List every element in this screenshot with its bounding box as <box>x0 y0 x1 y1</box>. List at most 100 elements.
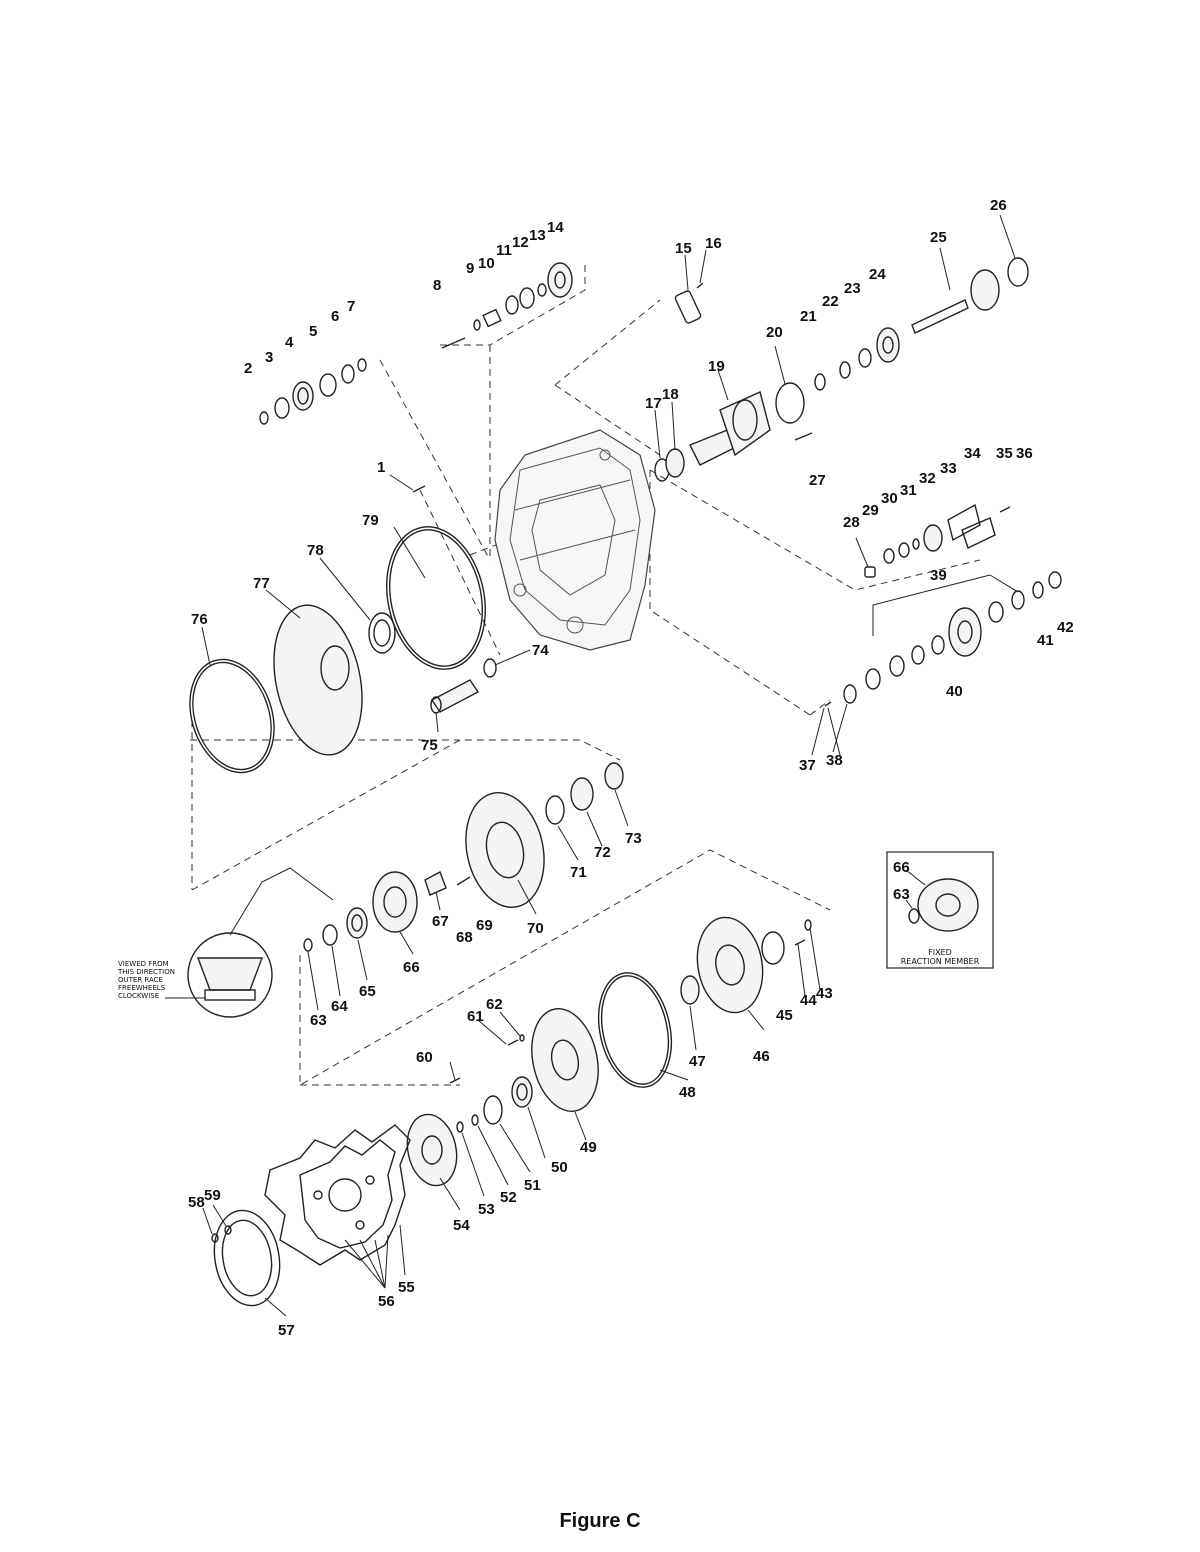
part-group-37-42 <box>824 571 1062 707</box>
part-label-45: 45 <box>776 1007 793 1024</box>
part-label-41: 41 <box>1037 632 1054 649</box>
part-label-6: 6 <box>331 308 339 325</box>
part-label-22: 22 <box>822 293 839 310</box>
part-label-78: 78 <box>307 542 324 559</box>
note-line: VIEWED FROM <box>118 960 169 968</box>
part-label-56: 56 <box>378 1293 395 1310</box>
part-label-74: 74 <box>532 642 549 659</box>
part-label-51: 51 <box>524 1177 541 1194</box>
part-label-60: 60 <box>416 1049 433 1066</box>
inset-label-63: 63 <box>893 886 910 903</box>
part-label-29: 29 <box>862 502 879 519</box>
part-label-19: 19 <box>708 358 725 375</box>
part-label-24: 24 <box>869 266 886 283</box>
part-group-55-59 <box>211 1124 411 1307</box>
part-label-58: 58 <box>188 1194 205 1211</box>
inset-caption-line1: FIXED <box>928 948 952 957</box>
part-label-33: 33 <box>940 460 957 477</box>
note-line: CLOCKWISE <box>118 992 159 1000</box>
part-label-5: 5 <box>309 323 317 340</box>
part-label-68: 68 <box>456 929 473 946</box>
freewheel-view-inset <box>165 867 334 1018</box>
inset-label-66: 66 <box>893 859 910 876</box>
part-label-63: 63 <box>310 1012 327 1029</box>
part-label-30: 30 <box>881 490 898 507</box>
leader-lines <box>201 214 1016 1317</box>
part-label-59: 59 <box>204 1187 221 1204</box>
part-label-73: 73 <box>625 830 642 847</box>
part-label-36: 36 <box>1016 445 1033 462</box>
part-label-4: 4 <box>285 334 294 351</box>
part-label-42: 42 <box>1057 619 1074 636</box>
part-label-47: 47 <box>689 1053 706 1070</box>
part-label-61: 61 <box>467 1008 484 1025</box>
note-line: OUTER RACE <box>118 976 163 984</box>
part-label-23: 23 <box>844 280 861 297</box>
part-label-39: 39 <box>930 567 947 584</box>
part-label-38: 38 <box>826 752 843 769</box>
part-label-11: 11 <box>496 242 512 259</box>
part-group-17-27 <box>654 257 1029 482</box>
part-label-69: 69 <box>476 917 493 934</box>
part-label-1: 1 <box>377 459 385 476</box>
part-label-12: 12 <box>512 234 529 251</box>
part-label-67: 67 <box>432 913 449 930</box>
part-label-77: 77 <box>253 575 270 592</box>
part-label-28: 28 <box>843 514 860 531</box>
part-label-76: 76 <box>191 611 208 628</box>
part-label-31: 31 <box>900 482 917 499</box>
part-label-49: 49 <box>580 1139 597 1156</box>
part-label-66: 66 <box>403 959 420 976</box>
part-label-13: 13 <box>529 227 546 244</box>
part-label-65: 65 <box>359 983 376 1000</box>
part-label-62: 62 <box>486 996 503 1013</box>
part-group-8-14 <box>441 262 573 349</box>
part-label-79: 79 <box>362 512 379 529</box>
part-label-72: 72 <box>594 844 611 861</box>
part-label-48: 48 <box>679 1084 696 1101</box>
part-label-18: 18 <box>662 386 679 403</box>
part-label-16: 16 <box>705 235 722 252</box>
part-label-55: 55 <box>398 1279 415 1296</box>
part-label-15: 15 <box>675 240 692 257</box>
part-label-71: 71 <box>570 864 587 881</box>
part-group-63-73 <box>303 762 624 952</box>
part-label-10: 10 <box>478 255 495 272</box>
part-group-28-36 <box>864 503 1011 578</box>
part-label-40: 40 <box>946 683 963 700</box>
part-label-9: 9 <box>466 260 474 277</box>
part-label-54: 54 <box>453 1217 470 1234</box>
part-label-2: 2 <box>244 360 252 377</box>
part-label-3: 3 <box>265 349 273 366</box>
part-group-43-48 <box>598 916 812 1088</box>
part-group-15-16 <box>674 282 704 324</box>
part-label-46: 46 <box>753 1048 770 1065</box>
part-label-52: 52 <box>500 1189 517 1206</box>
part-label-44: 44 <box>800 992 817 1009</box>
part-label-57: 57 <box>278 1322 295 1339</box>
part-group-2-7 <box>259 358 367 425</box>
freewheel-note: VIEWED FROM THIS DIRECTION OUTER RACE FR… <box>117 960 175 1000</box>
fixed-reaction-member-inset: 66 63 FIXED REACTION MEMBER <box>886 851 994 969</box>
part-label-35: 35 <box>996 445 1013 462</box>
inset-caption-line2: REACTION MEMBER <box>901 957 980 966</box>
part-label-17: 17 <box>645 395 662 412</box>
part-label-50: 50 <box>551 1159 568 1176</box>
part-label-34: 34 <box>964 445 981 462</box>
part-label-53: 53 <box>478 1201 495 1218</box>
part-label-37: 37 <box>799 757 816 774</box>
part-group-74-79 <box>189 485 497 774</box>
part-label-43: 43 <box>816 985 833 1002</box>
transmission-case <box>494 429 656 651</box>
part-label-14: 14 <box>547 219 564 236</box>
part-label-8: 8 <box>433 277 441 294</box>
part-label-32: 32 <box>919 470 936 487</box>
part-label-21: 21 <box>800 308 817 325</box>
part-label-75: 75 <box>421 737 438 754</box>
note-line: FREEWHEELS <box>118 984 166 992</box>
part-label-27: 27 <box>809 472 826 489</box>
part-label-25: 25 <box>930 229 947 246</box>
note-line: THIS DIRECTION <box>117 968 175 976</box>
part-label-26: 26 <box>990 197 1007 214</box>
